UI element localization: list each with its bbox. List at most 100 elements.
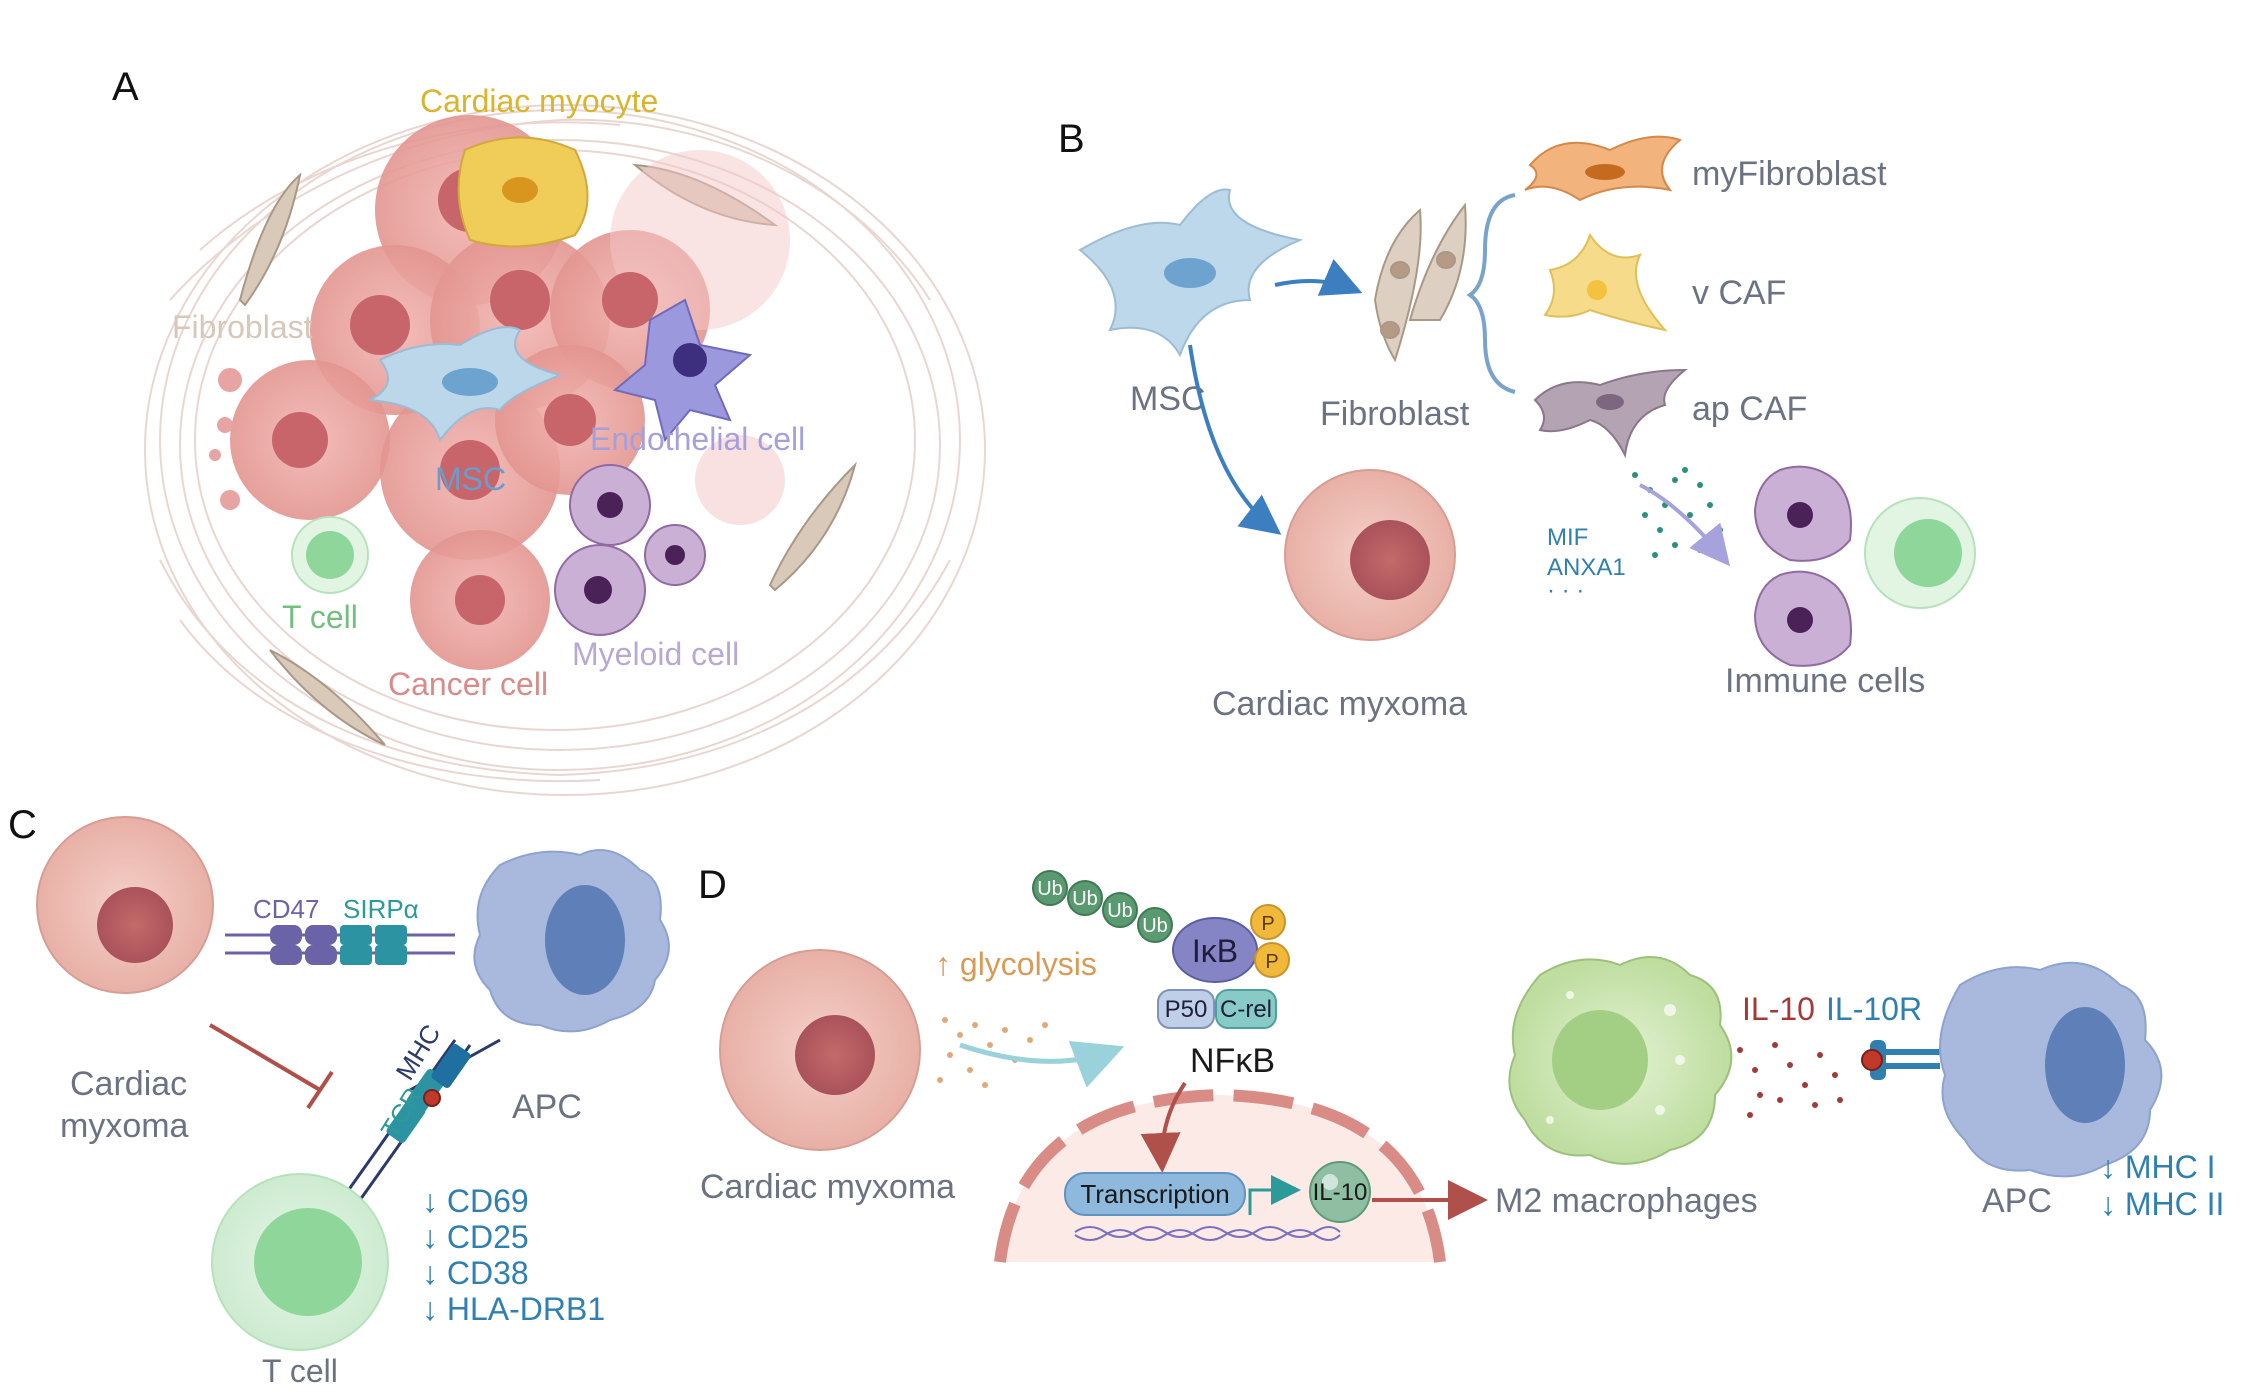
dna-strand xyxy=(1074,1229,1341,1241)
ikb-complex: IκB P P xyxy=(1172,904,1290,983)
apc-cell-d xyxy=(1939,961,2163,1178)
arrow-msc-to-fibroblast xyxy=(1274,259,1363,296)
label-msc-a: MSC xyxy=(435,461,506,497)
label-immune-cells: Immune cells xyxy=(1725,662,1925,700)
arrow-nfkb-to-transcription xyxy=(1140,1081,1187,1173)
label-msc-b: MSC xyxy=(1130,380,1206,418)
label-t-cell-c: T cell xyxy=(262,1353,338,1389)
label-glycolysis: ↑ glycolysis xyxy=(935,946,1097,982)
myfibroblast-cell xyxy=(1524,135,1683,202)
marker-hla-drb1: ↓ HLA-DRB1 xyxy=(422,1291,605,1327)
marker-cd69: ↓ CD69 xyxy=(422,1183,529,1219)
panel-c: C Cardiac myxoma CD47 SIRPα APC xyxy=(8,803,670,1389)
t-cell-c xyxy=(211,1173,389,1351)
fibroblast-cell xyxy=(269,649,386,746)
label-crel: C-rel xyxy=(1220,996,1272,1023)
label-cancer-cell: Cancer cell xyxy=(388,666,548,702)
label-ub-1: Ub xyxy=(1037,878,1063,900)
arrow-msc-to-myxoma xyxy=(1188,344,1282,535)
t-cell-marker-list: ↓ CD69 ↓ CD25 ↓ CD38 ↓ HLA-DRB1 xyxy=(422,1183,605,1327)
label-cardiac-myxoma-d: Cardiac myxoma xyxy=(700,1168,955,1206)
cd47-sirpa-interaction xyxy=(225,925,455,965)
label-myeloid-cell: Myeloid cell xyxy=(572,636,739,672)
marker-cd38: ↓ CD38 xyxy=(422,1255,529,1291)
panel-d: D Cardiac myxoma ↑ glycolysis Ub Ub xyxy=(698,863,2224,1263)
ubiquitin: Ub xyxy=(1067,880,1103,916)
label-v-caf: v CAF xyxy=(1692,274,1786,312)
myeloid-cell xyxy=(644,524,706,586)
label-il10-nucleus: IL-10 xyxy=(1313,1179,1368,1206)
label-p-2: P xyxy=(1265,951,1278,973)
label-ap-caf: ap CAF xyxy=(1692,390,1807,428)
transcription-box: Transcription xyxy=(1064,1172,1246,1216)
t-cell-a xyxy=(291,516,369,594)
label-il10: IL-10 xyxy=(1742,991,1815,1027)
label-il10r: IL-10R xyxy=(1826,991,1922,1027)
ubiquitin: Ub xyxy=(1102,892,1138,928)
phosphate xyxy=(1254,942,1290,978)
panel-a: A xyxy=(112,65,986,796)
ubiquitin: Ub xyxy=(1032,870,1068,906)
m2-macrophage xyxy=(1508,956,1733,1165)
label-ikb: IκB xyxy=(1192,933,1238,969)
inhibition-line xyxy=(208,1023,322,1092)
panel-b-letter: B xyxy=(1058,117,1085,161)
label-fibroblast-a: Fibroblast xyxy=(172,309,313,345)
label-cardiac-c: Cardiac xyxy=(70,1065,187,1103)
label-cd47: CD47 xyxy=(253,894,319,924)
cardiac-myxoma-d xyxy=(719,949,921,1151)
panel-a-letter: A xyxy=(112,65,139,109)
myeloid-cells xyxy=(554,464,706,636)
arrow-glycolysis-to-nfkb xyxy=(959,1041,1125,1088)
label-endothelial-cell: Endothelial cell xyxy=(590,421,805,457)
arrow-transcription-start xyxy=(1248,1175,1301,1215)
dna-strand xyxy=(1074,1226,1341,1238)
ubiquitin-chain: Ub Ub Ub Ub xyxy=(1032,870,1173,943)
cancer-cell xyxy=(695,435,785,525)
myeloid-cell xyxy=(554,544,646,636)
myeloid-cell xyxy=(569,464,651,546)
label-nfkb: NFκB xyxy=(1190,1042,1275,1080)
label-ub-4: Ub xyxy=(1142,915,1168,937)
myeloid-cell xyxy=(1753,570,1852,667)
label-sirpa: SIRPα xyxy=(343,894,419,924)
label-mhc2: ↓ MHC II xyxy=(2100,1186,2224,1222)
msc-cell-b xyxy=(1078,188,1304,358)
endothelial-cell xyxy=(612,298,753,443)
phosphate xyxy=(1250,904,1286,940)
label-myfibroblast: myFibroblast xyxy=(1692,155,1887,193)
marker-cd25: ↓ CD25 xyxy=(422,1219,529,1255)
il10-molecule: IL-10 xyxy=(1309,1161,1371,1223)
v-caf-cell xyxy=(1543,232,1668,332)
immune-cells-group xyxy=(1753,465,1976,667)
label-p50: P50 xyxy=(1165,996,1208,1023)
label-cardiac-myxoma-b: Cardiac myxoma xyxy=(1212,685,1467,723)
panel-b: B MSC Fibroblast myFibroblast xyxy=(1058,117,1976,723)
ubiquitin: Ub xyxy=(1137,907,1173,943)
il10r-receptor xyxy=(1861,1040,1940,1080)
msc-cell xyxy=(366,326,564,443)
label-apc-d: APC xyxy=(1982,1182,2052,1220)
fibroblast-cell xyxy=(768,461,857,592)
label-myxoma-c: myxoma xyxy=(60,1107,189,1145)
arrow-secretion xyxy=(1639,483,1731,567)
t-cell xyxy=(1864,497,1976,609)
label-mif: MIF xyxy=(1547,524,1588,551)
nfkb-dimer: P50 C-rel xyxy=(1157,989,1277,1029)
label-transcription: Transcription xyxy=(1080,1179,1229,1209)
label-mhc1: ↓ MHC I xyxy=(2100,1149,2216,1185)
label-apc-c: APC xyxy=(512,1088,582,1126)
apc-cell-c xyxy=(473,849,670,1033)
cardiac-myxoma-b xyxy=(1284,469,1456,641)
label-ub-3: Ub xyxy=(1107,900,1133,922)
cardiac-myxoma-c xyxy=(36,816,214,994)
label-ellipsis: · · · xyxy=(1547,577,1584,604)
tcr-mhc-complex xyxy=(343,1038,501,1201)
label-cardiac-myocyte: Cardiac myocyte xyxy=(420,83,658,119)
cardiac-myocyte-cell xyxy=(457,136,589,248)
inhibition-bar xyxy=(306,1070,334,1110)
fibroblast-cell xyxy=(238,172,302,307)
metabolite-dots xyxy=(937,1017,1048,1088)
ap-caf-cell xyxy=(1533,368,1688,459)
